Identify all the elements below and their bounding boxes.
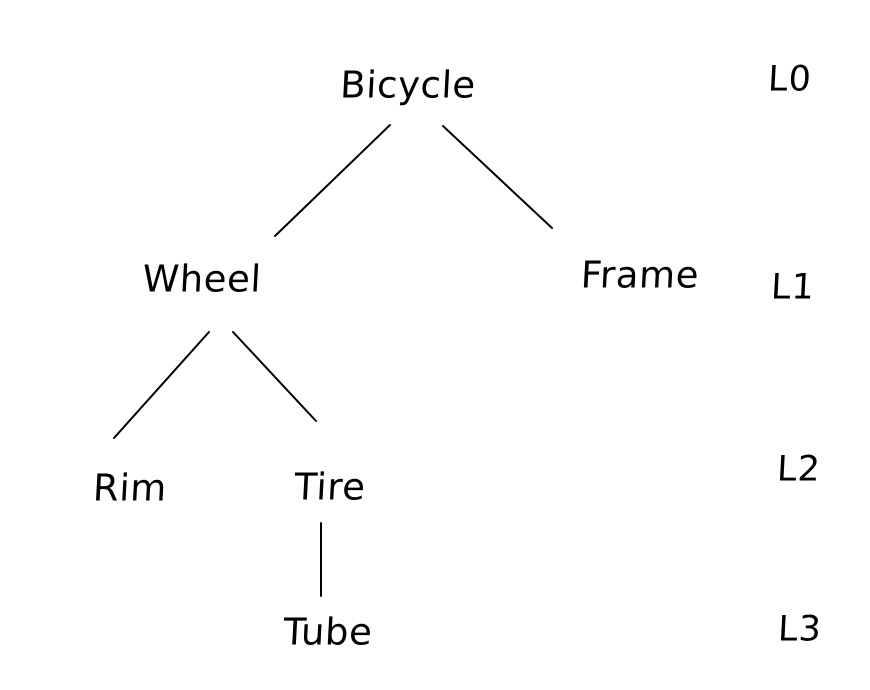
tree-node-frame[interactable]: Frame <box>579 253 701 297</box>
tree-edge-bicycle-to-frame <box>442 125 553 229</box>
tree-node-wheel[interactable]: Wheel <box>141 257 263 301</box>
tree-edges <box>113 124 553 597</box>
tree-edge-bicycle-to-wheel <box>274 124 391 237</box>
level-label-l0: L0 <box>767 59 813 100</box>
tree-node-bicycle[interactable]: Bicycle <box>339 63 477 107</box>
level-label-l3: L3 <box>777 609 823 650</box>
tree-node-tube[interactable]: Tube <box>282 610 374 654</box>
tree-edge-wheel-to-rim <box>113 331 210 439</box>
tree-edge-wheel-to-tire <box>232 331 317 422</box>
tree-node-tire[interactable]: Tire <box>293 465 367 509</box>
level-label-l1: L1 <box>770 267 816 308</box>
level-label-l2: L2 <box>776 449 822 490</box>
tree-node-rim[interactable]: Rim <box>91 466 169 510</box>
